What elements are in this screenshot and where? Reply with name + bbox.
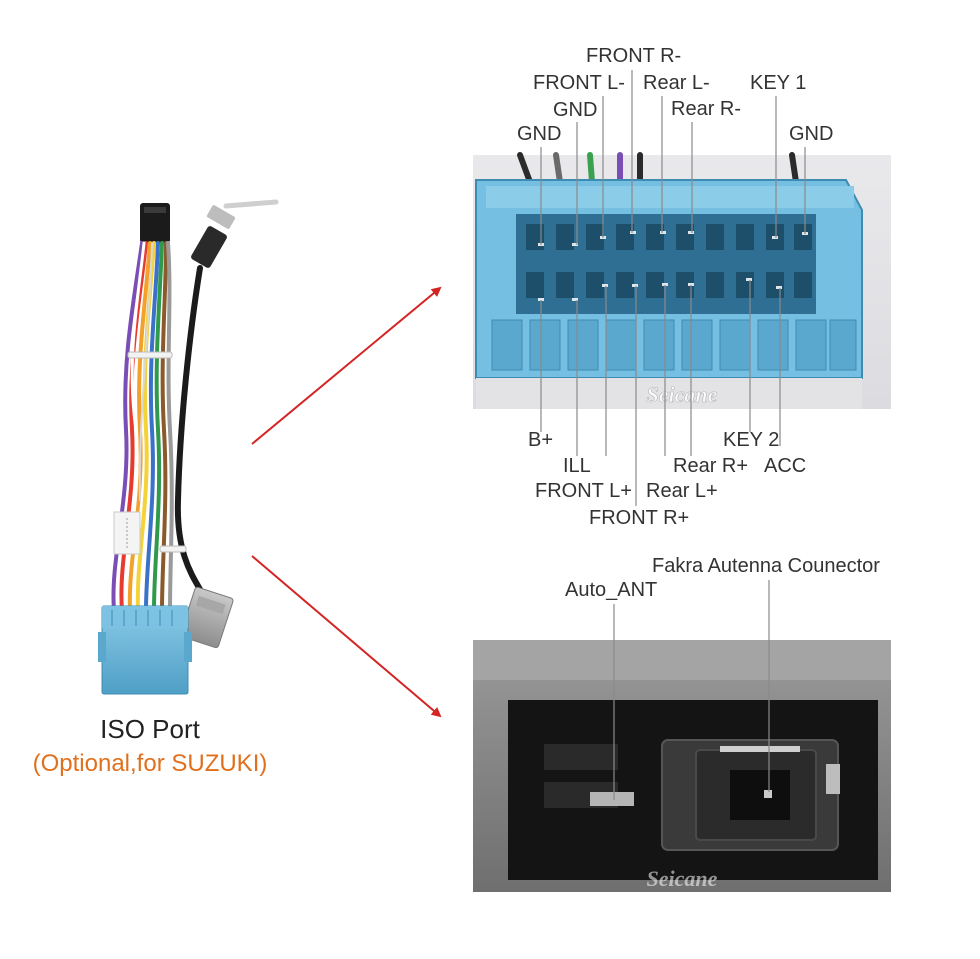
label-gnd-3: GND xyxy=(789,123,834,145)
iso-photo-watermark: Seicane xyxy=(647,382,718,407)
iso-bottom-leaders xyxy=(540,280,781,506)
label-key-1: KEY 1 xyxy=(750,72,807,94)
arrow-to-iso-connector xyxy=(251,286,442,445)
label-auto-ant: Auto_ANT xyxy=(565,579,658,601)
label-b-plus: B+ xyxy=(528,429,554,451)
wiring-harness xyxy=(98,199,279,695)
label-gnd-1: GND xyxy=(517,123,562,145)
iso-connector-photo xyxy=(473,152,891,409)
iso-port-subtitle: (Optional,for SUZUKI) xyxy=(32,750,268,777)
label-front-r-plus: FRONT R+ xyxy=(589,507,690,529)
label-rear-r-plus: Rear R+ xyxy=(673,455,749,477)
antenna-photo-watermark: Seicane xyxy=(647,866,718,891)
arrow-to-antenna-connector xyxy=(251,555,442,718)
label-ill: ILL xyxy=(563,455,591,477)
label-acc: ACC xyxy=(764,455,807,477)
blue-iso-plug-icon xyxy=(98,605,192,695)
label-rear-r-minus: Rear R- xyxy=(671,98,742,120)
label-front-r-minus: FRONT R- xyxy=(586,45,682,67)
iso-top-leaders xyxy=(540,70,806,245)
label-front-l-minus: FRONT L- xyxy=(533,72,625,94)
label-front-l-plus: FRONT L+ xyxy=(535,480,632,502)
label-rear-l-plus: Rear L+ xyxy=(646,480,718,502)
label-fakra-antenna-connector: Fakra Autenna Counector xyxy=(652,555,880,577)
label-gnd-2: GND xyxy=(553,99,598,121)
label-rear-l-minus: Rear L- xyxy=(643,72,710,94)
antenna-leaders xyxy=(613,580,770,800)
label-key-2: KEY 2 xyxy=(723,429,780,451)
antenna-plug-icon xyxy=(191,199,279,268)
iso-port-title: ISO Port xyxy=(100,714,200,744)
antenna-connector-photo xyxy=(473,640,891,892)
harness-wires xyxy=(111,241,209,612)
